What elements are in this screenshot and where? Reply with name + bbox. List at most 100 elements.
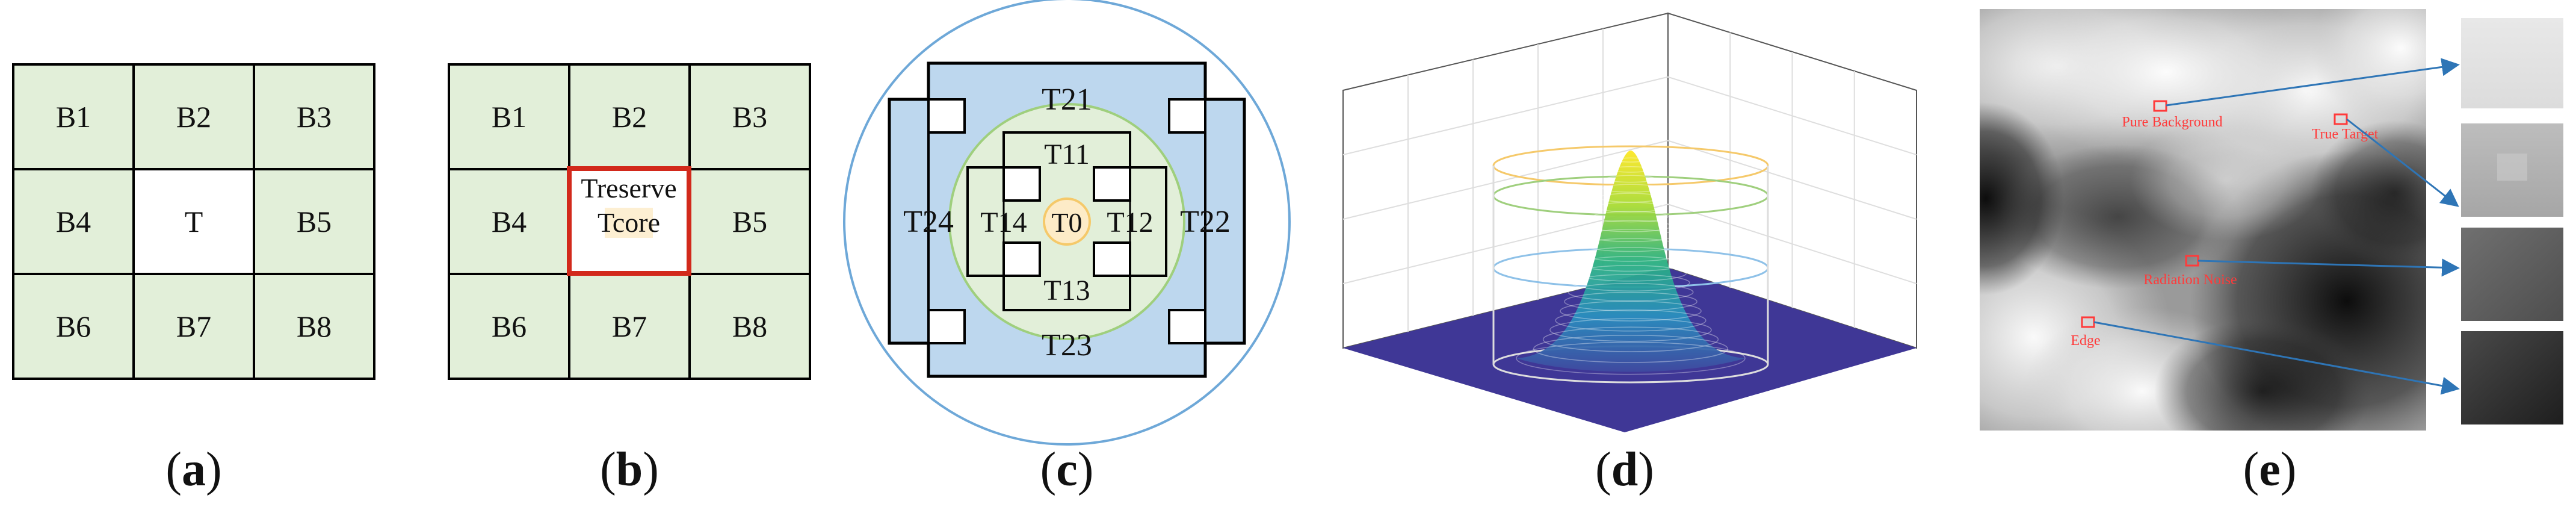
grid-line xyxy=(1342,140,1669,220)
grid-cell-label: B4 xyxy=(492,205,527,238)
panel-c-outer-circle xyxy=(843,0,1291,446)
panel-e-box-pure-background xyxy=(2153,100,2167,112)
panel-c-inner-square xyxy=(1002,241,1041,277)
grid-cell-label: B3 xyxy=(297,100,332,134)
contour-line xyxy=(1610,166,1651,173)
caption-b: (b) xyxy=(600,443,659,496)
contour-line xyxy=(1602,184,1659,193)
contour-line xyxy=(1560,300,1702,322)
contour-line xyxy=(1596,202,1666,213)
contour-line xyxy=(1568,282,1694,302)
panel-c-corner-square xyxy=(1168,98,1206,134)
panel-c-inner-square xyxy=(1002,166,1041,202)
grid-cell xyxy=(253,273,375,380)
grid-cell-label: B7 xyxy=(612,309,647,343)
panel-c-corner-square xyxy=(927,98,966,134)
contour-line xyxy=(1542,326,1719,352)
grid-line xyxy=(1667,204,1917,284)
grid-cell xyxy=(132,63,255,170)
contour-line xyxy=(1615,157,1646,163)
grid-cell-label: B5 xyxy=(732,205,767,238)
caption-e: (e) xyxy=(2243,443,2297,496)
contour-line xyxy=(1533,334,1729,363)
panel-b-reserve-label: Treserve xyxy=(581,173,676,204)
panel-d-3d-plot xyxy=(1342,12,1917,432)
panel-d-gaussian-peak xyxy=(1516,151,1745,372)
contour-line xyxy=(1599,193,1663,203)
contour-line xyxy=(1584,238,1678,252)
panel-c-label-t12: T12 xyxy=(1107,207,1153,238)
grid-cell xyxy=(12,273,135,380)
grid-cell-label: T xyxy=(185,205,203,238)
panel-e-arrow xyxy=(2093,321,2460,395)
panel-c-label-t14: T14 xyxy=(980,207,1027,238)
panel-c-label-t24: T24 xyxy=(903,205,954,239)
grid-cell-label: B8 xyxy=(297,309,332,343)
panel-b-core-highlight xyxy=(605,208,653,238)
grid-cell-label: B8 xyxy=(732,309,767,343)
panel-e-arrow xyxy=(2346,118,2459,207)
contour-line xyxy=(1606,175,1655,183)
panel-c-inner-square xyxy=(1093,241,1131,277)
contour-line xyxy=(1578,256,1684,272)
grid-cell xyxy=(253,63,375,170)
caption-d: (d) xyxy=(1595,443,1654,496)
panel-c-label-t0: T0 xyxy=(1051,207,1082,238)
contour-line xyxy=(1564,291,1697,312)
grid-cell xyxy=(253,168,375,275)
grid-cell xyxy=(448,63,570,170)
panel-e-label-edge: Edge xyxy=(2071,333,2100,349)
caption-c: (c) xyxy=(1040,443,1094,496)
contour-line xyxy=(1593,211,1669,223)
panel-e-label-true-target: True Target xyxy=(2312,126,2379,142)
panel-c-center-circle xyxy=(1043,197,1091,246)
panel-e-label-pure-background: Pure Background xyxy=(2122,114,2222,130)
grid-cell-label: B1 xyxy=(56,100,91,134)
grid-cell-label: B6 xyxy=(56,309,91,343)
panel-c-label-t22: T22 xyxy=(1180,205,1231,239)
grid-cell xyxy=(12,63,135,170)
panel-d-peak-contours xyxy=(1516,157,1746,375)
panel-c-corner-square xyxy=(1168,309,1206,344)
contour-line xyxy=(1587,229,1675,242)
grid-cell-label: B2 xyxy=(612,100,647,134)
contour-line xyxy=(1549,318,1712,342)
contour-line xyxy=(1571,274,1690,292)
panel-e-arrow xyxy=(2198,258,2460,277)
grid-cell-label: B5 xyxy=(297,205,332,238)
contour-line xyxy=(1590,220,1672,232)
grid-cell-label: B3 xyxy=(732,100,767,134)
grid-cell-label: B2 xyxy=(176,100,211,134)
contour-line xyxy=(1555,309,1707,332)
contour-line xyxy=(1516,341,1746,375)
contour-line xyxy=(1574,265,1687,282)
grid-cell xyxy=(568,273,691,380)
grid-cell-label: B7 xyxy=(176,309,211,343)
grid-line xyxy=(1342,76,1669,155)
panel-c-label-t11: T11 xyxy=(1044,138,1090,170)
panel-c-label-t23: T23 xyxy=(1042,328,1092,362)
panel-e-label-background-noise: Radiation Noise xyxy=(2143,272,2237,288)
contour-line xyxy=(1581,247,1681,262)
panel-c-label-t13: T13 xyxy=(1043,275,1090,306)
grid-cell xyxy=(132,273,255,380)
panel-b-core-label: Tcore xyxy=(598,207,660,238)
grid-line xyxy=(1667,140,1917,220)
panel-e-thumb-pure-background xyxy=(2461,18,2563,108)
panel-c-corner-square xyxy=(927,309,966,344)
grid-line xyxy=(1667,76,1917,155)
grid-cell-label: B1 xyxy=(492,100,527,134)
grid-cell xyxy=(688,63,811,170)
panel-e-thumb-edge xyxy=(2461,331,2563,424)
panel-c-inner-square xyxy=(1093,166,1131,202)
caption-a: (a) xyxy=(165,443,222,496)
grid-cell-label: B6 xyxy=(492,309,527,343)
panel-c-diagram: T21 T11 T24 T14 T0 T12 T22 T13 T23 xyxy=(843,0,1291,446)
panel-e-thumb-background-noise xyxy=(2461,228,2563,321)
panel-e-thumb-target-spot xyxy=(2497,154,2527,181)
panel-e-arrow xyxy=(2166,58,2460,107)
grid-cell xyxy=(448,168,570,275)
grid-cell xyxy=(688,273,811,380)
